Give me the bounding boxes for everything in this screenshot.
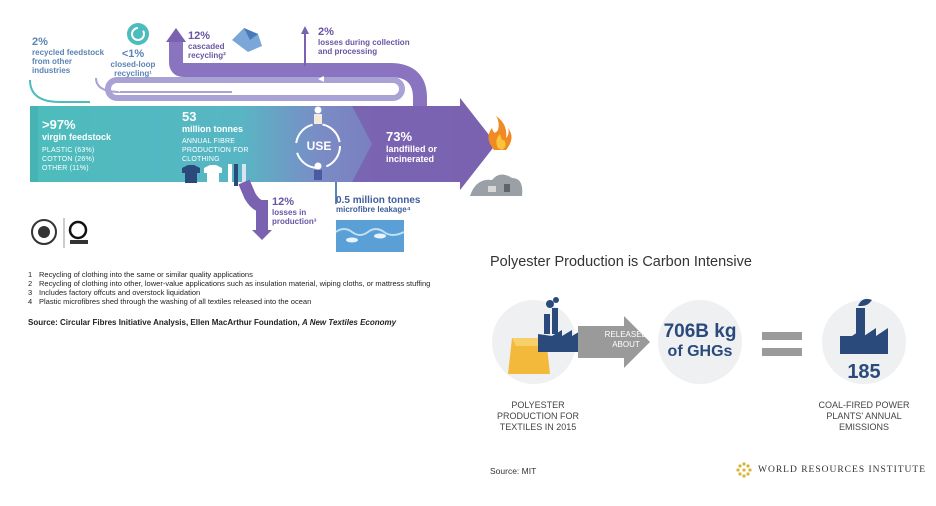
cascaded-label: 12% cascaded recycling²	[188, 30, 238, 60]
left-source: Source: Circular Fibres Initiative Analy…	[28, 318, 396, 327]
landfill-arrow-tip	[352, 98, 496, 190]
wri-brand-name: WORLD RESOURCES INSTITUTE	[758, 465, 927, 475]
production-losses-text: losses in production³	[272, 208, 317, 226]
production-value: 53	[182, 109, 197, 124]
closed-loop-recycle-icon	[127, 23, 149, 45]
plants-value: 185	[847, 361, 881, 383]
production-losses-label: 12% losses in production³	[272, 196, 332, 226]
fabric-icon	[232, 28, 262, 52]
equals-bar-bottom	[762, 348, 802, 356]
wri-graphic	[492, 297, 906, 384]
landfill-icon	[470, 174, 523, 196]
closed-loop-band	[105, 77, 405, 101]
recycled-feedstock-text: recycled feedstock from other industries	[32, 48, 105, 75]
left-source-prefix: Source: Circular Fibres Initiative Analy…	[28, 318, 300, 327]
use-cycle	[295, 123, 341, 169]
closed-loop-pct: <1%	[121, 48, 145, 60]
small-factory-icon	[538, 308, 582, 352]
ghg-unit: of GHGs	[667, 343, 733, 360]
flow-left-edge	[30, 106, 38, 182]
landfill-text: landfilled or incinerated	[386, 144, 438, 164]
virgin-title: virgin feedstock	[42, 132, 112, 142]
microfibre-text: microfibre leakage⁴	[336, 205, 411, 214]
recycled-feedstock-pct: 2%	[32, 36, 48, 48]
collection-losses-text: losses during collection and processing	[318, 38, 410, 56]
partner-logos	[31, 218, 88, 248]
production-desc: ANNUAL FIBRE PRODUCTION FOR CLOTHING	[182, 138, 249, 163]
ghg-value: 706B kg	[663, 321, 737, 342]
landfill-pct: 73%	[386, 129, 413, 144]
released-label: RELEASED ABOUT	[604, 330, 648, 349]
closed-loop-label: <1% closed-loop recycling¹	[104, 48, 162, 78]
fire-icon	[488, 116, 512, 150]
production-losses-arrow	[238, 179, 268, 232]
collection-losses-pct: 2%	[318, 26, 334, 38]
power-plant-icon	[840, 298, 888, 354]
closed-loop-path	[95, 77, 232, 93]
virgin-pct: >97%	[42, 117, 76, 132]
plants-caption: COAL-FIRED POWER PLANTS' ANNUAL EMISSION…	[818, 400, 910, 432]
cascaded-arrowhead	[166, 28, 186, 42]
left-source-title: A New Textiles Economy	[302, 318, 397, 327]
textile-flow-diagram	[29, 23, 523, 252]
virgin-feedstock-block: >97% virgin feedstock PLASTIC (63%) COTT…	[42, 118, 152, 173]
virgin-other: OTHER (11%)	[42, 165, 89, 172]
equals-bar-top	[762, 332, 802, 340]
production-losses-pct: 12%	[272, 196, 295, 208]
polyester-caption: POLYESTER PRODUCTION FOR TEXTILES IN 201…	[497, 400, 579, 432]
ghg-circle	[658, 300, 742, 384]
recycled-feedstock-line	[29, 79, 90, 103]
cascaded-text: cascaded recycling²	[188, 42, 226, 60]
ocean-panel	[336, 220, 404, 252]
closed-loop-text: closed-loop recycling¹	[110, 60, 156, 78]
microfibre-unit: million tonnes	[352, 195, 421, 206]
recycled-feedstock-label: 2% recycled feedstock from other industr…	[32, 36, 110, 75]
wri-logo-icon	[736, 462, 752, 478]
ghg-value-block: 706B kg of GHGs	[656, 321, 744, 361]
wri-brand: WORLD RESOURCES INSTITUTE	[736, 462, 926, 478]
wri-title: Polyester Production is Carbon Intensive	[490, 254, 752, 270]
clothing-icons	[182, 164, 246, 186]
cascaded-pct: 12%	[188, 30, 211, 42]
use-person-bottom	[314, 162, 322, 170]
use-person-top	[314, 106, 322, 114]
collection-losses-label: 2% losses during collection and processi…	[318, 26, 418, 56]
released-arrow	[578, 316, 650, 368]
virgin-plastic: PLASTIC (63%)	[42, 147, 95, 154]
production-block: 53 million tonnes ANNUAL FIBRE PRODUCTIO…	[182, 110, 266, 164]
fish-icon	[346, 237, 358, 243]
landfill-block: 73% landfilled or incinerated	[386, 129, 458, 165]
microfibre-label: 0.5 million tonnes microfibre leakage⁴	[336, 195, 432, 215]
microfibre-value: 0.5	[336, 195, 350, 206]
cascaded-recycling-loop	[169, 40, 427, 108]
wri-source: Source: MIT	[490, 466, 537, 476]
virgin-cotton: COTTON (26%)	[42, 156, 95, 163]
use-label: USE	[306, 139, 332, 153]
production-unit: million tonnes	[182, 124, 244, 134]
